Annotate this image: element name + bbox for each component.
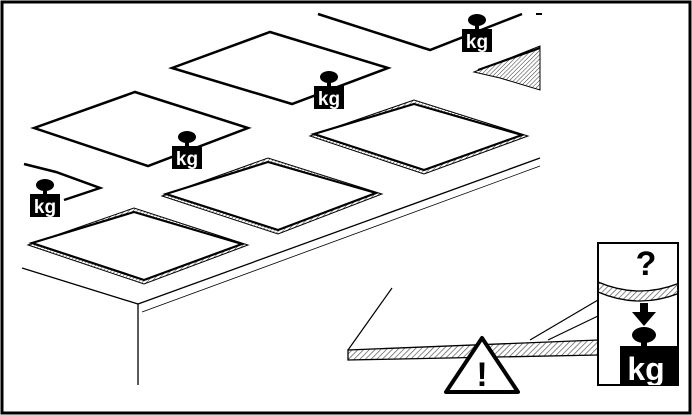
question-mark-icon: ? xyxy=(636,245,657,283)
bent-beam xyxy=(598,281,678,302)
hatched-load-zone-3 xyxy=(308,99,530,175)
svg-text:!: ! xyxy=(476,356,487,394)
kg-weight-icon: kg xyxy=(314,71,344,110)
svg-text:kg: kg xyxy=(627,351,664,387)
kg-weight-icon: kg xyxy=(620,327,678,387)
svg-text:kg: kg xyxy=(466,32,488,53)
kg-weight-icon: kg xyxy=(462,14,492,53)
svg-text:kg: kg xyxy=(176,149,198,170)
load-warning-inset: kg ? xyxy=(597,242,679,387)
empty-load-zone-partial xyxy=(23,162,104,202)
svg-text:kg: kg xyxy=(34,197,56,218)
hatched-load-zone-2 xyxy=(160,157,384,235)
hatched-load-zone-1 xyxy=(26,207,250,285)
warning-triangle-icon: ! xyxy=(444,336,520,394)
down-arrow-icon xyxy=(632,303,656,326)
empty-load-zone-3 xyxy=(317,12,523,52)
svg-text:kg: kg xyxy=(318,89,340,110)
hatched-load-zone-4 xyxy=(472,45,541,91)
floor-slab xyxy=(21,157,541,385)
kg-weight-icon: kg xyxy=(172,131,202,170)
kg-weight-icon: kg xyxy=(30,179,60,218)
